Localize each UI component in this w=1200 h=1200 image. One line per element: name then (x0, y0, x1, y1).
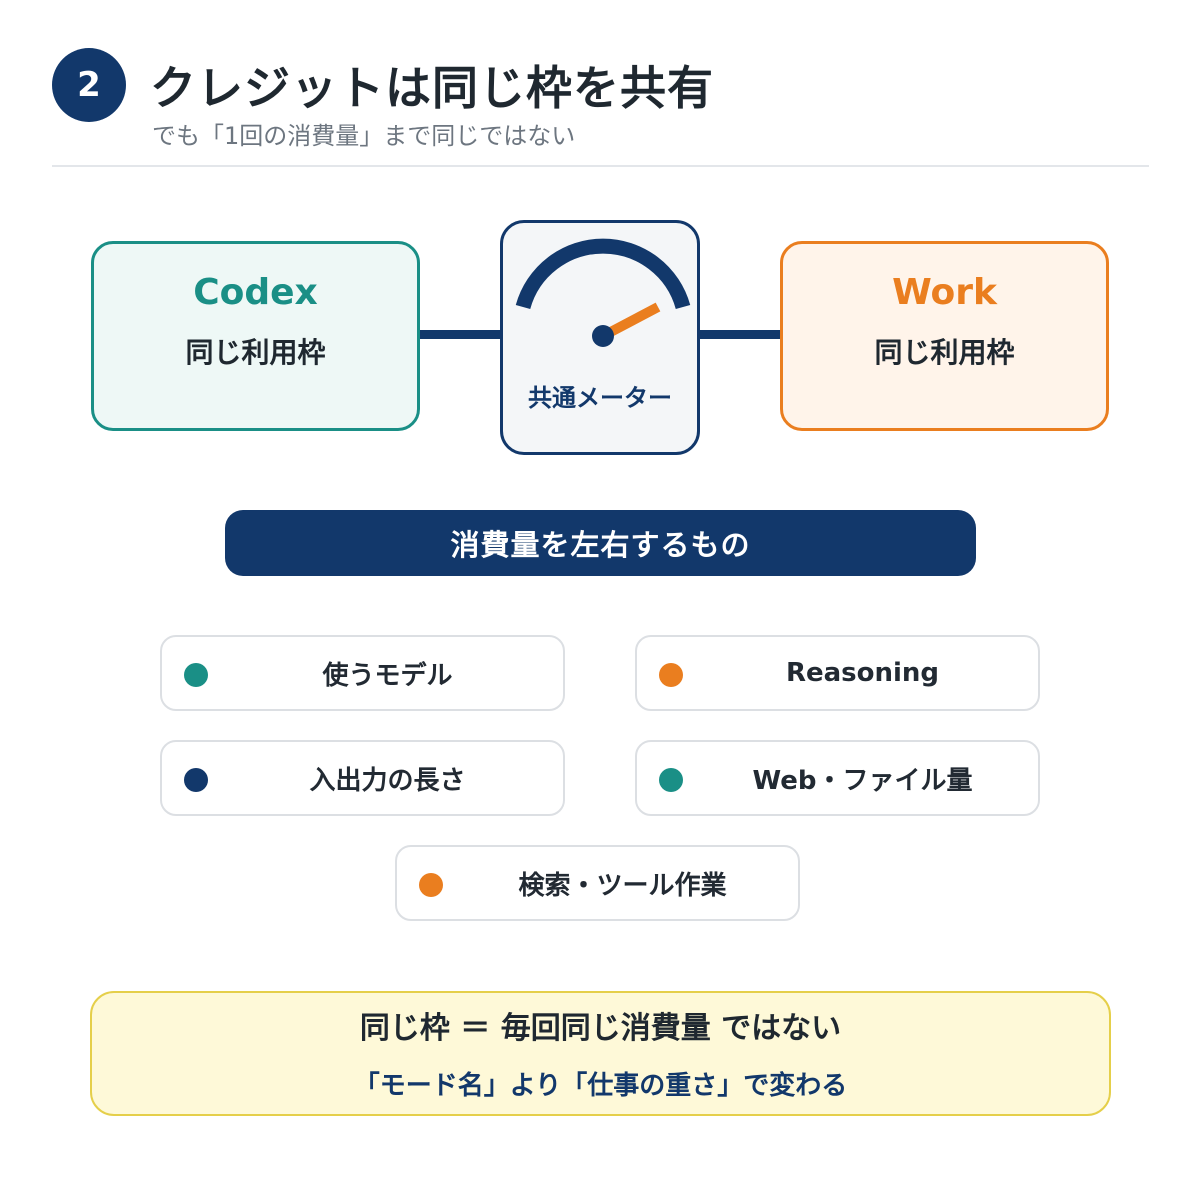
gauge-icon (515, 238, 691, 347)
codex-box: Codex 同じ利用枠 (91, 241, 420, 431)
factor-label: 使うモデル (322, 660, 453, 691)
connector-right (698, 330, 782, 339)
connector-left (418, 330, 502, 339)
factor-item: 使うモデル (160, 635, 565, 711)
shared-meter-box: 共通メーター (500, 220, 700, 455)
bullet-dot (659, 768, 683, 792)
summary-callout: 同じ枠 ＝ 毎回同じ消費量 ではない 「モード名」より「仕事の重さ」で変わる (90, 991, 1111, 1116)
factor-label: 検索・ツール作業 (518, 870, 727, 901)
bullet-dot (184, 663, 208, 687)
factor-item: Web・ファイル量 (635, 740, 1040, 816)
bullet-dot (659, 663, 683, 687)
work-name: Work (892, 272, 997, 313)
summary-main-text: 同じ枠 ＝ 毎回同じ消費量 ではない (359, 1011, 842, 1046)
factor-item: Reasoning (635, 635, 1040, 711)
summary-sub-text: 「モード名」より「仕事の重さ」で変わる (353, 1071, 848, 1101)
gauge-pivot (592, 325, 614, 347)
shared-meter-label: 共通メーター (528, 384, 672, 412)
gauge-arc (515, 238, 691, 310)
page-title: クレジットは同じ枠を共有 (150, 61, 714, 115)
work-quota-label: 同じ利用枠 (874, 336, 1015, 369)
codex-name: Codex (193, 272, 318, 313)
step-number-badge: 2 (52, 48, 126, 122)
factor-item: 検索・ツール作業 (395, 845, 800, 921)
factor-label: Reasoning (785, 658, 940, 688)
bullet-dot (419, 873, 443, 897)
header-divider (52, 165, 1149, 167)
work-box: Work 同じ利用枠 (780, 241, 1109, 431)
bullet-dot (184, 768, 208, 792)
factor-label: 入出力の長さ (309, 765, 466, 796)
factor-item: 入出力の長さ (160, 740, 565, 816)
page-subtitle: でも「1回の消費量」まで同じではない (152, 122, 576, 150)
codex-quota-label: 同じ利用枠 (185, 336, 326, 369)
factor-label: Web・ファイル量 (752, 765, 973, 796)
factors-header: 消費量を左右するもの (225, 510, 976, 576)
